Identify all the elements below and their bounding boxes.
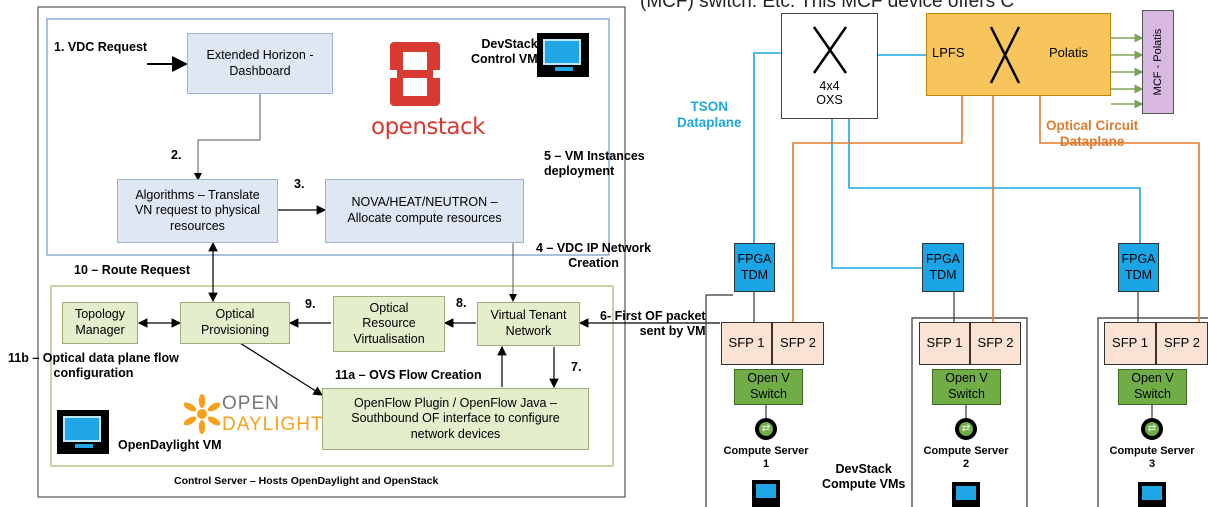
server2-sfp-1: SFP 1 [919, 322, 970, 365]
devstack-compute-vms-label: DevStack Compute VMs [822, 462, 906, 491]
polatis-cross-icon [989, 26, 1021, 84]
openstack-logo: openstack [371, 40, 485, 150]
server3-vm-monitor-icon [1138, 482, 1166, 507]
server1-vm-monitor-icon [752, 480, 780, 507]
server3-sfp-2: SFP 2 [1156, 322, 1208, 365]
horizon-algorithms-arrow [194, 94, 261, 181]
oxs-switch-box: 4x4 OXS [781, 13, 878, 119]
tson-line-1 [753, 52, 781, 243]
compute-server-2-label: Compute Server 2 [923, 445, 1009, 470]
opendaylight-vm-label: OpenDaylight VM [118, 438, 222, 452]
server1-sfp-2: SFP 2 [772, 322, 824, 365]
opendaylight-frame [50, 285, 614, 467]
opendaylight-wordmark-bottom: DAYLIGHT [222, 414, 324, 435]
optical-circuit-dataplane-label: Optical Circuit Dataplane [1046, 118, 1139, 150]
step-1-label: 1. VDC Request [54, 40, 148, 54]
openflow-plugin-box: OpenFlow Plugin / OpenFlow Java – Southb… [322, 388, 589, 450]
fpga-tdm-3: FPGA TDM [1118, 243, 1159, 292]
mcf-polatis-box: MCF - Polatis [1142, 10, 1174, 114]
control-server-caption: Control Server – Hosts OpenDaylight and … [174, 475, 439, 487]
oxs-cross-icon [812, 25, 847, 74]
step-6-label: 6- First OF packet sent by VM [600, 309, 706, 338]
server2-switch-icon: ⇄ [955, 418, 977, 440]
fpga-tdm-2: FPGA TDM [922, 243, 964, 292]
provisioning-openflow-arrow [239, 342, 324, 396]
openstack-wordmark: openstack [371, 114, 485, 140]
optical-line-3 [1039, 96, 1200, 322]
tson-line-3 [831, 119, 922, 269]
tson-dataplane-label: TSON Dataplane [677, 99, 742, 131]
server1-open-vswitch: Open V Switch [734, 369, 803, 405]
step-4-label: 4 – VDC IP Network Creation [536, 241, 652, 270]
compute-server-3-label: Compute Server 3 [1109, 445, 1195, 470]
step-7-label: 7. [571, 360, 582, 374]
server2-vm-monitor-icon [952, 482, 980, 507]
opendaylight-wordmark-top: OPEN [222, 393, 280, 414]
opendaylight-logo: OPEN DAYLIGHT [182, 392, 324, 440]
step-8-label: 8. [456, 296, 467, 310]
server3-sfp-1: SFP 1 [1104, 322, 1156, 365]
step-11a-label: 11a – OVS Flow Creation [335, 368, 482, 382]
server1-frame [705, 294, 733, 507]
virtual-tenant-network-box: Virtual Tenant Network [477, 302, 580, 346]
optical-line-1 [792, 96, 963, 322]
devstack-control-vm-label: DevStack Control VM [471, 37, 538, 66]
algorithms-box: Algorithms – Translate VN request to phy… [117, 179, 278, 243]
control-vm-monitor-icon [537, 33, 589, 77]
server3-switch-icon: ⇄ [1141, 418, 1163, 440]
lpfs-label: LPFS [932, 45, 965, 60]
server2-open-vswitch: Open V Switch [932, 369, 1001, 405]
server3-frame [1097, 317, 1208, 507]
server1-switch-icon: ⇄ [755, 418, 777, 440]
optical-resource-virtualisation-box: Optical Resource Virtualisation [333, 296, 445, 352]
devstack-control-frame [46, 18, 610, 256]
step-10-label: 10 – Route Request [74, 263, 191, 277]
server2-frame [911, 317, 1028, 507]
step-5-label: 5 – VM Instances deployment [544, 149, 645, 178]
horizon-box: Extended Horizon - Dashboard [187, 33, 333, 94]
opendaylight-vm-monitor-icon [57, 410, 109, 454]
step-11b-label: 11b – Optical data plane flow configurat… [8, 351, 179, 380]
tson-line-2 [848, 119, 1141, 243]
server3-open-vswitch: Open V Switch [1118, 369, 1187, 405]
server1-sfp-1: SFP 1 [721, 322, 772, 365]
compute-server-1-label: Compute Server 1 [723, 445, 809, 470]
mcf-label: MCF - Polatis [1152, 28, 1164, 96]
control-server-frame [37, 6, 626, 498]
top-cropped-text: (MCF) switch. Etc. This MCF device offer… [640, 0, 1015, 12]
nova-heat-neutron-box: NOVA/HEAT/NEUTRON – Allocate compute res… [325, 179, 524, 243]
server2-sfp-2: SFP 2 [970, 322, 1021, 365]
fpga-tdm-1: FPGA TDM [734, 243, 775, 292]
optical-provisioning-box: Optical Provisioning [180, 302, 290, 344]
topology-manager-box: Topology Manager [62, 302, 138, 344]
polatis-label: Polatis [1049, 45, 1089, 60]
step-2-label: 2. [171, 148, 182, 162]
step-3-label: 3. [294, 177, 305, 191]
step-9-label: 9. [305, 297, 316, 311]
oxs-label: 4x4 OXS [816, 78, 843, 107]
